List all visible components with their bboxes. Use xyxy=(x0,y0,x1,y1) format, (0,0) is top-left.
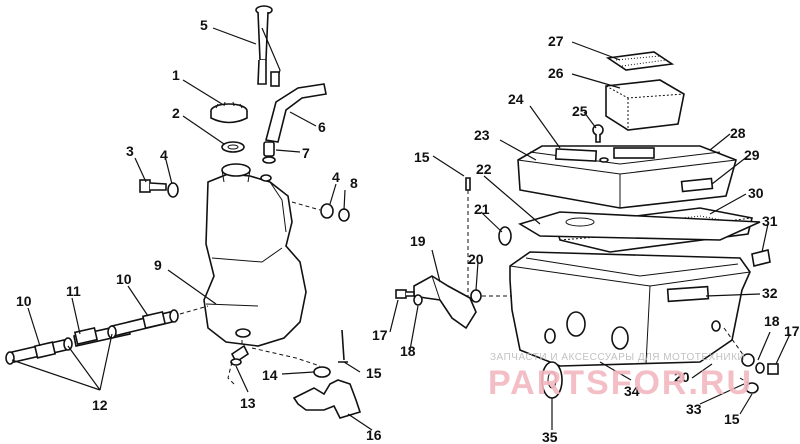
callout-16: 16 xyxy=(366,427,382,443)
callout-13: 13 xyxy=(240,395,256,411)
airbox-gasket xyxy=(518,211,761,241)
mount-nut-right xyxy=(291,201,350,222)
callout-29: 29 xyxy=(744,147,760,163)
callout-12: 12 xyxy=(92,397,108,413)
level-sensor-rod xyxy=(255,5,281,87)
callout-31: 31 xyxy=(762,213,778,229)
callout-7: 7 xyxy=(302,145,310,161)
oil-tank-assembly xyxy=(203,163,307,347)
mount-bolt-left xyxy=(139,179,179,198)
callout-27: 27 xyxy=(548,33,564,49)
callout-30: 30 xyxy=(748,185,764,201)
callout-10: 10 xyxy=(116,271,132,287)
callout-numbers: 1 2 3 4 5 6 7 4 8 9 10 11 10 12 13 14 15… xyxy=(16,17,800,444)
callout-4: 4 xyxy=(332,169,340,185)
retainer-clip xyxy=(498,226,512,246)
callout-24: 24 xyxy=(508,91,524,107)
fasteners-left xyxy=(395,177,512,306)
callout-26: 26 xyxy=(548,65,564,81)
vent-hose xyxy=(265,83,327,143)
callout-9: 9 xyxy=(154,257,162,273)
callout-34: 34 xyxy=(624,383,640,399)
hose-fitting xyxy=(262,141,276,164)
callout-28: 28 xyxy=(730,125,746,141)
callout-20: 20 xyxy=(468,251,484,267)
callout-14: 14 xyxy=(262,367,278,383)
drain-hose-assembly xyxy=(5,305,209,365)
watermark-caption: ЗАПЧАСТИ И АКСЕССУАРЫ ДЛЯ МОТОТЕХНИКИ xyxy=(490,352,745,363)
foam-filter xyxy=(605,79,685,131)
callout-3: 3 xyxy=(126,143,134,159)
callout-10: 10 xyxy=(16,293,32,309)
callout-17: 17 xyxy=(784,323,800,339)
callout-18: 18 xyxy=(764,313,780,329)
callout-15: 15 xyxy=(414,149,430,165)
callout-6: 6 xyxy=(318,119,326,135)
callout-33: 33 xyxy=(686,401,702,417)
callout-18: 18 xyxy=(400,343,416,359)
drain-fitting xyxy=(227,340,250,387)
leader-lines xyxy=(11,27,791,431)
airbox-cover xyxy=(517,145,737,209)
cap-gasket xyxy=(221,141,245,153)
callout-1: 1 xyxy=(172,67,180,83)
watermark: ЗАПЧАСТИ И АКСЕССУАРЫ ДЛЯ МОТОТЕХНИКИ PA… xyxy=(488,352,753,402)
callout-32: 32 xyxy=(762,285,778,301)
callout-17: 17 xyxy=(372,327,388,343)
callout-15: 15 xyxy=(366,365,382,381)
callout-25: 25 xyxy=(572,103,588,119)
callout-35: 35 xyxy=(542,429,558,444)
callout-2: 2 xyxy=(172,105,180,121)
fasteners-right xyxy=(711,320,779,394)
cover-bolt xyxy=(592,124,604,143)
callout-5: 5 xyxy=(200,17,208,33)
airbox-bracket xyxy=(413,275,477,330)
callout-8: 8 xyxy=(350,175,358,191)
airbox-lower xyxy=(509,251,751,367)
tank-bracket xyxy=(251,329,362,419)
callout-11: 11 xyxy=(66,283,81,299)
callout-22: 22 xyxy=(476,161,492,177)
watermark-logo: PARTSFOR.RU xyxy=(488,364,753,402)
callout-20: 20 xyxy=(674,369,690,385)
callout-23: 23 xyxy=(474,127,490,143)
callout-15: 15 xyxy=(724,411,740,427)
callout-19: 19 xyxy=(410,233,426,249)
tank-cap xyxy=(210,101,248,124)
callout-21: 21 xyxy=(474,201,490,217)
filter-screen xyxy=(605,51,675,71)
side-clip xyxy=(751,249,771,267)
callout-4: 4 xyxy=(160,147,168,163)
